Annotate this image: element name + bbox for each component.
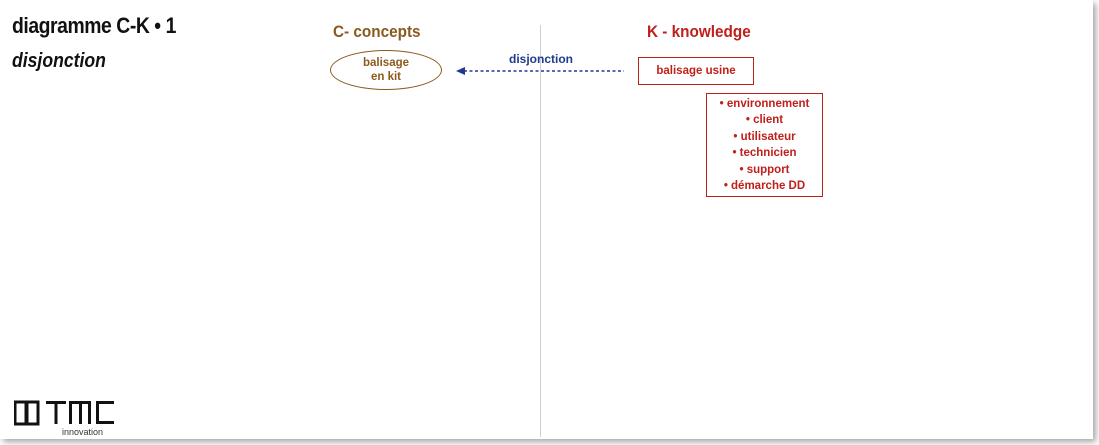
page-subtitle: disjonction [12,50,106,72]
knowledge-item: • démarche DD [723,180,806,192]
concepts-header: C- concepts [333,22,421,41]
tmc-logo [14,400,114,426]
knowledge-item: • utilisateur [733,130,796,143]
concept-line-1: balisage [362,57,410,69]
page-title: diagramme C-K • 1 [12,13,176,38]
disjunction-arrow [456,67,624,75]
concept-ellipse: balisage en kit [330,50,442,90]
knowledge-list: • environnement • client • utilisateur •… [706,93,823,197]
concept-line-2: en kit [370,71,402,83]
knowledge-header: K - knowledge [647,22,751,41]
knowledge-item: • environnement [719,97,810,110]
knowledge-box: balisage usine [638,57,754,85]
c-k-divider [540,25,541,437]
knowledge-item: • support [739,163,790,176]
arrow-label: disjonction [509,52,573,66]
logo-subtitle: innovation [62,427,104,437]
knowledge-item: • technicien [732,147,797,159]
knowledge-item: • client [745,114,784,126]
